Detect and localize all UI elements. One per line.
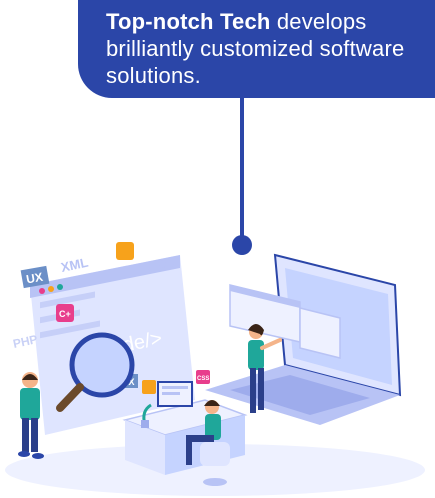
man-shoe-right xyxy=(32,453,44,459)
woman-standing-leg-right xyxy=(258,368,264,410)
code-line-1 xyxy=(40,291,95,309)
ux-tag xyxy=(20,265,50,289)
laptop-keys xyxy=(230,375,370,415)
developers-illustration: <code/> UX XML CSS PHP C+ UX CSS xyxy=(0,230,435,498)
monitor-line-2 xyxy=(162,392,180,395)
woman-standing-leg-left xyxy=(250,368,256,413)
browser-window-1-header xyxy=(230,285,300,308)
desk-front xyxy=(125,420,165,475)
php-label: PHP xyxy=(12,332,39,351)
woman-sitting-shirt xyxy=(205,414,221,440)
orange-badge-icon xyxy=(142,380,156,394)
css-badge xyxy=(196,370,210,384)
cpp-badge xyxy=(56,304,74,322)
window-dot-green xyxy=(57,284,63,290)
code-badge-icon xyxy=(116,242,134,260)
woman-standing-arm xyxy=(260,338,282,350)
ux-tag-label: UX xyxy=(25,270,44,287)
magnifier-handle-icon xyxy=(56,383,84,412)
css-label: CSS xyxy=(146,255,176,275)
callout-connector xyxy=(240,96,244,241)
code-line-3 xyxy=(40,320,100,339)
woman-sitting-legs xyxy=(190,435,214,442)
headline-text: develops brilliantly customized software… xyxy=(106,9,405,88)
woman-standing-shirt xyxy=(248,340,264,370)
man-hair xyxy=(22,374,38,380)
woman-standing-hair xyxy=(248,324,264,336)
plant-pot xyxy=(141,420,149,428)
connector-dot xyxy=(232,235,252,255)
brand-name: Top-notch Tech xyxy=(106,9,271,34)
monitor-line-1 xyxy=(162,386,188,389)
css-badge-label: CSS xyxy=(197,376,209,382)
window-dot-yellow xyxy=(48,286,54,292)
xml-label: XML xyxy=(60,255,90,275)
code-panel-header xyxy=(30,255,180,298)
floor-shadow xyxy=(5,444,425,496)
man-shoe-left xyxy=(18,451,30,457)
man-leg-left xyxy=(22,418,29,452)
chair-base xyxy=(203,478,227,486)
cpp-badge-label: C+ xyxy=(59,309,71,319)
illustration-svg: <code/> UX XML CSS PHP C+ UX CSS xyxy=(5,242,425,496)
magnifier-lens-icon xyxy=(69,332,135,398)
man-leg-right xyxy=(31,418,38,452)
headline-callout: Top-notch Tech develops brilliantly cust… xyxy=(78,0,435,98)
man-shirt xyxy=(20,388,40,420)
chair-icon xyxy=(200,442,230,466)
window-dot-red xyxy=(39,288,45,294)
woman-sitting-hair xyxy=(204,400,220,406)
woman-sitting-shin xyxy=(186,435,192,465)
browser-window-2 xyxy=(299,307,341,359)
